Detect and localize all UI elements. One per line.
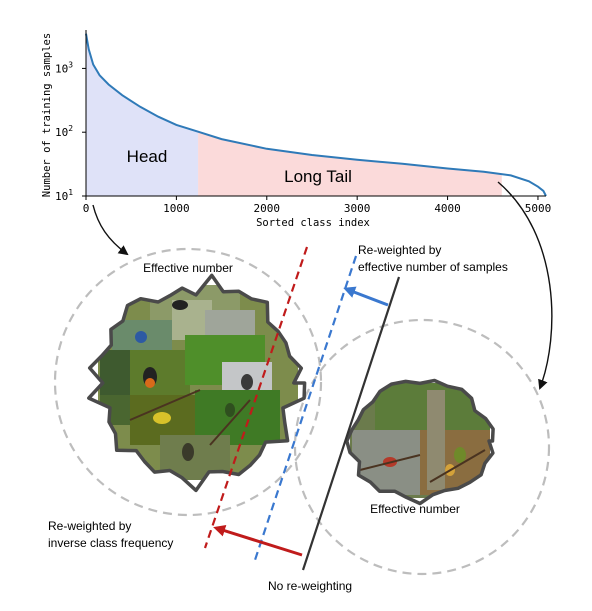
y-axis-label: Number of training samples	[41, 33, 53, 197]
tail-class-photo-collage	[345, 378, 495, 506]
right-class-circle	[293, 318, 551, 576]
y-tick-label: 101	[55, 188, 73, 203]
no-reweighting-boundary	[301, 276, 401, 571]
x-tick-label: 2000	[254, 202, 281, 215]
long-tail-label: Long Tail	[284, 167, 352, 186]
bird	[454, 447, 466, 463]
branch	[129, 389, 201, 421]
head-label: Head	[127, 147, 168, 166]
bird	[182, 443, 194, 461]
left-class-circle	[53, 247, 323, 517]
branch	[209, 399, 251, 446]
head-to-circle-arrow	[92, 204, 129, 256]
branch	[359, 454, 421, 471]
sample-distribution-chart: 0 1000 2000 3000 4000 5000 103 102 101 Sorted c…	[41, 30, 551, 229]
x-tick-label: 1000	[163, 202, 190, 215]
head-class-photo-collage	[87, 273, 307, 493]
branch	[429, 449, 486, 483]
bird	[153, 412, 171, 424]
bird	[225, 403, 235, 417]
effective-number-boundary	[253, 255, 358, 561]
x-axis-label: Sorted class index	[256, 217, 370, 229]
photo-tile	[427, 390, 445, 490]
tail-region	[198, 131, 502, 196]
y-tick-label: 102	[55, 124, 73, 139]
effective-number-right-label: Effective number	[370, 502, 460, 516]
no-reweighting-label: No re-weighting	[268, 579, 352, 593]
x-tick-label: 3000	[344, 202, 371, 215]
inverse-shift-arrow	[213, 524, 303, 557]
tail-to-circle-arrow	[497, 181, 553, 390]
bird	[145, 378, 155, 388]
x-tick-label: 4000	[434, 202, 461, 215]
sample-count-curve	[85, 33, 547, 197]
head-region	[86, 33, 199, 196]
effective-number-left-label: Effective number	[143, 261, 233, 275]
x-tick-label: 5000	[525, 202, 552, 215]
bird	[135, 331, 147, 343]
reweight-effective-line1: Re-weighted by	[358, 243, 441, 257]
photo-tile	[130, 350, 190, 400]
reweight-inverse-line1: Re-weighted by	[48, 519, 131, 533]
reweight-effective-line2: effective number of samples	[358, 260, 508, 274]
x-tick-label: 0	[83, 202, 90, 215]
effective-shift-arrow	[343, 286, 389, 307]
reweight-inverse-line2: inverse class frequency	[48, 536, 173, 550]
bird	[172, 300, 188, 310]
y-tick-label: 103	[55, 60, 73, 75]
bird	[241, 374, 253, 390]
inverse-frequency-boundary	[203, 246, 309, 549]
